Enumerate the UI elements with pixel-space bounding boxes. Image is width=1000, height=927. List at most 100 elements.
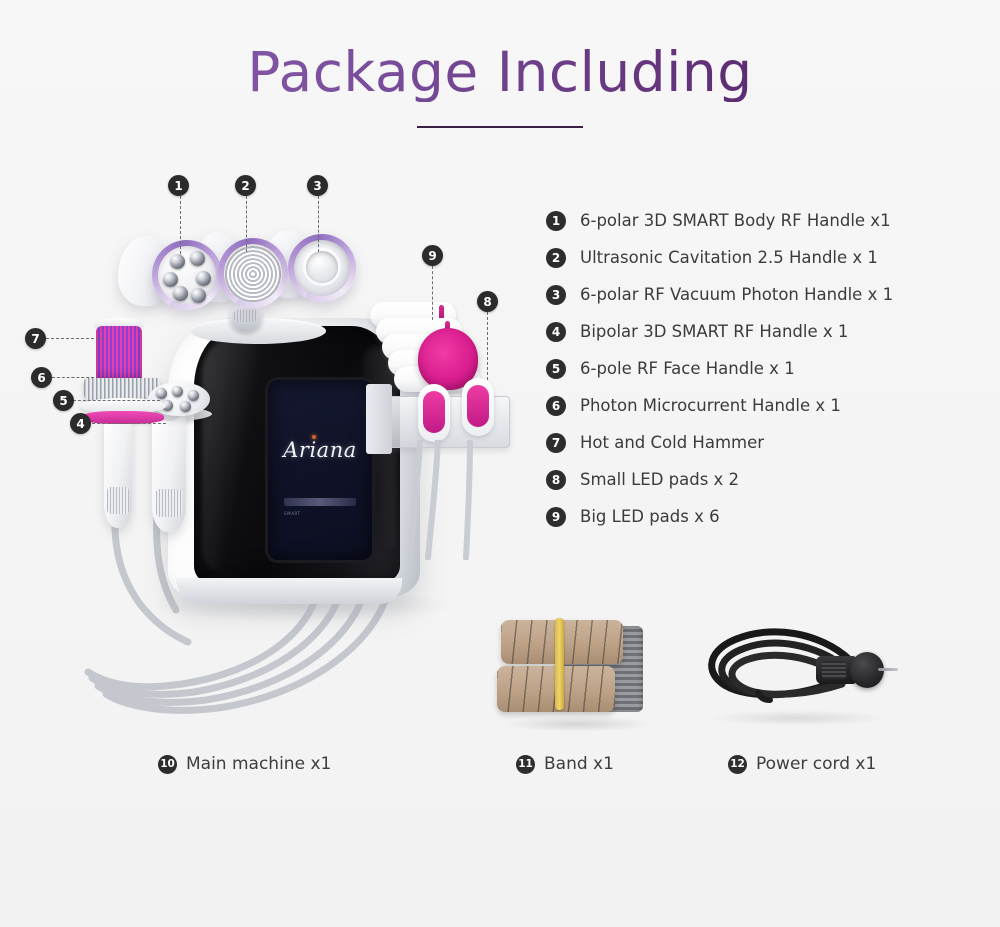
small-led-pad (418, 384, 450, 442)
band-product (497, 612, 657, 732)
legend-badge: 9 (546, 506, 566, 527)
callout-4[interactable]: 4 (70, 413, 91, 434)
legend-item: 7 Hot and Cold Hammer (546, 424, 966, 461)
callout-8[interactable]: 8 (477, 291, 498, 312)
legend-badge: 5 (546, 358, 566, 379)
handle-head-ultrasonic-cavitation (218, 238, 288, 308)
legend-badge: 6 (546, 395, 566, 416)
vacuum-suction-cup (306, 251, 338, 283)
brand-accent-dot (312, 435, 316, 439)
legend-label: Ultrasonic Cavitation 2.5 Handle x 1 (580, 248, 878, 267)
legend-item: 6 Photon Microcurrent Handle x 1 (546, 387, 966, 424)
caption-label: Power cord x1 (756, 754, 877, 774)
callout-3[interactable]: 3 (307, 175, 328, 196)
legend-item: 9 Big LED pads x 6 (546, 498, 966, 535)
handle-face (158, 246, 216, 304)
rf-electrode-sphere (196, 271, 211, 286)
led-pad-rack (366, 300, 516, 560)
machine-base (176, 578, 402, 604)
callout-1[interactable]: 1 (168, 175, 189, 196)
handle-collar-white (80, 398, 166, 414)
leader-line-9 (432, 266, 433, 320)
legend-badge: 2 (546, 247, 566, 268)
coil-body (96, 326, 142, 382)
legend-label: Small LED pads x 2 (580, 470, 740, 489)
leader-line-6 (52, 377, 94, 378)
legend-item: 8 Small LED pads x 2 (546, 461, 966, 498)
plug-body (816, 656, 856, 684)
leader-line-5 (68, 400, 160, 401)
handle-probe-bipolar-3d-smart (152, 393, 186, 532)
leader-line-4 (82, 423, 166, 424)
caption-band: 11 Band x1 (516, 754, 614, 774)
face-electrode-sphere (188, 390, 199, 401)
main-machine-body: Ariana SMART (168, 306, 420, 604)
band-shadow (503, 716, 653, 732)
screen-subtext: SMART (284, 511, 301, 516)
page-header: Package Including (0, 43, 1000, 128)
leader-line-1 (180, 196, 181, 254)
legend-badge: 1 (546, 210, 566, 231)
caption-label: Band x1 (544, 754, 614, 774)
machine-front-panel: Ariana SMART (194, 326, 400, 584)
legend-label: Hot and Cold Hammer (580, 433, 765, 452)
legend-label: Big LED pads x 6 (580, 507, 720, 526)
caption-badge: 10 (158, 754, 177, 774)
legend-item: 5 6-pole RF Face Handle x 1 (546, 350, 966, 387)
led-pad-cables (407, 440, 473, 560)
machine-screen[interactable]: Ariana SMART (268, 380, 372, 560)
legend-item: 4 Bipolar 3D SMART RF Handle x 1 (546, 313, 966, 350)
legend-label: 6-pole RF Face Handle x 1 (580, 359, 795, 378)
machine-top-knob[interactable] (230, 306, 262, 332)
rf-electrode-sphere (173, 286, 188, 301)
probe-grip (107, 487, 129, 514)
rf-electrode-sphere (190, 251, 205, 266)
rack-arm (366, 384, 392, 454)
rf-electrode-sphere (170, 254, 185, 269)
callout-6[interactable]: 6 (31, 367, 52, 388)
legend-label: Bipolar 3D SMART RF Handle x 1 (580, 322, 849, 341)
legend-badge: 3 (546, 284, 566, 305)
legend-label: 6-polar RF Vacuum Photon Handle x 1 (580, 285, 894, 304)
cord-shadow (708, 710, 888, 726)
callout-2[interactable]: 2 (235, 175, 256, 196)
face-electrode-sphere (156, 388, 167, 399)
handle-collar-magenta (82, 411, 164, 424)
caption-main-machine: 10 Main machine x1 (158, 754, 331, 774)
handle-head-6polar-body-rf (152, 240, 222, 310)
leader-line-2 (246, 196, 247, 252)
small-led-pad (462, 378, 494, 436)
leader-line-8 (487, 312, 488, 380)
title-underline (417, 125, 583, 128)
package-contents-legend: 1 6-polar 3D SMART Body RF Handle x1 2 U… (546, 202, 966, 535)
legend-badge: 7 (546, 432, 566, 453)
handle-probe-left (104, 396, 132, 528)
power-cord-product (700, 614, 900, 726)
page-title: Package Including (0, 43, 1000, 102)
panel-gloss-left (202, 334, 262, 572)
leader-line-7 (46, 338, 104, 339)
probe-grip (156, 489, 182, 517)
callout-9[interactable]: 9 (422, 245, 443, 266)
machine-cables (84, 560, 399, 714)
handle-head-6pole-face (148, 382, 210, 416)
rf-electrode-sphere (191, 288, 206, 303)
face-electrode-sphere (180, 401, 191, 412)
screen-brand-name: Ariana (283, 438, 357, 462)
legend-item: 1 6-polar 3D SMART Body RF Handle x1 (546, 202, 966, 239)
hot-cold-hammer-coil (94, 318, 144, 382)
band-rubber-tie (555, 618, 564, 710)
callout-5[interactable]: 5 (53, 390, 74, 411)
vacuum-face (294, 240, 350, 296)
knob-texture (234, 310, 258, 322)
legend-label: Photon Microcurrent Handle x 1 (580, 396, 841, 415)
caption-power-cord: 12 Power cord x1 (728, 754, 876, 774)
screen-indicator-bar (284, 498, 356, 506)
callout-7[interactable]: 7 (25, 328, 46, 349)
caption-badge: 12 (728, 754, 747, 774)
legend-item: 3 6-polar RF Vacuum Photon Handle x 1 (546, 276, 966, 313)
face-electrode-sphere (172, 386, 183, 397)
led-pad-panel (423, 391, 445, 433)
caption-badge: 11 (516, 754, 535, 774)
